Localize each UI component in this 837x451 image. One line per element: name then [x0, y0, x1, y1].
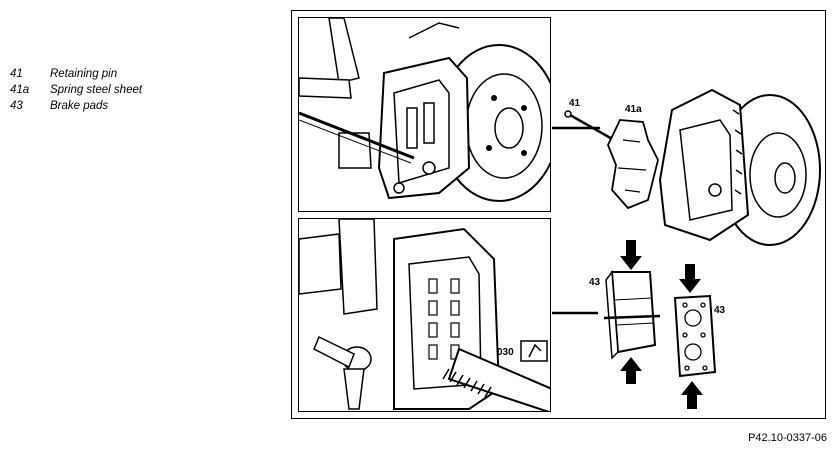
legend-item: 41a Spring steel sheet	[10, 82, 142, 98]
cleaning-illustration	[299, 219, 550, 411]
arrow-down-right	[679, 264, 701, 293]
legend-number: 41	[10, 68, 23, 80]
figure-frame	[291, 10, 826, 419]
panel-cleaning-view	[298, 218, 551, 412]
legend: 41 Retaining pin 41a Spring steel sheet …	[10, 66, 142, 114]
callout-pad-right: 43	[714, 305, 726, 316]
legend-label: Brake pads	[50, 100, 109, 112]
callout-tool: 030	[497, 347, 514, 358]
callout-pad-left: 43	[589, 277, 601, 288]
legend-label: Spring steel sheet	[50, 84, 143, 96]
callout-pin: 41	[569, 98, 581, 109]
legend-number: 43	[10, 100, 23, 112]
legend-label: Retaining pin	[50, 68, 118, 80]
brake-pad-right	[673, 294, 717, 378]
direction-arrows	[620, 240, 703, 409]
arrow-up-right	[681, 381, 703, 409]
spring-steel-sheet	[607, 119, 659, 210]
legend-number: 41a	[10, 84, 30, 96]
arrow-up-left	[620, 357, 642, 384]
arrow-down-left	[620, 240, 642, 270]
legend-item: 43 Brake pads	[10, 98, 142, 114]
panel-caliper-view	[298, 17, 551, 212]
brake-pad-left	[610, 271, 657, 354]
retaining-pin	[569, 113, 615, 142]
legend-item: 41 Retaining pin	[10, 66, 142, 82]
caliper-illustration	[299, 18, 550, 202]
callout-sheet: 41a	[625, 104, 642, 115]
figure-reference: P42.10-0337-06	[748, 432, 827, 444]
